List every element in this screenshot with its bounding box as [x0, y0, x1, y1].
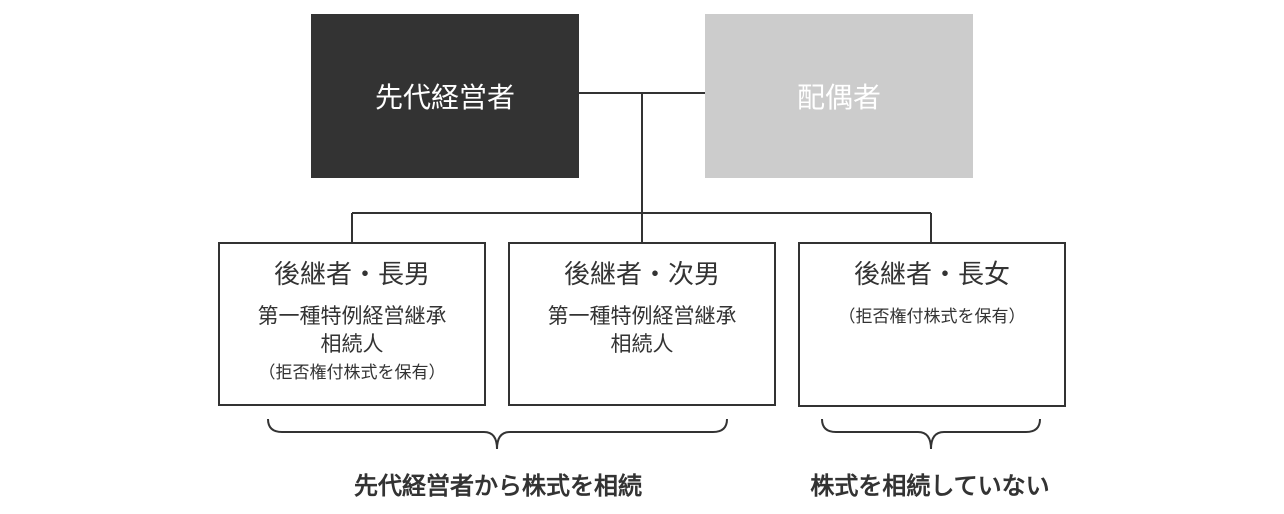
child-box-eldest-son: 後継者・長男 第一種特例経営継承 相続人 （拒否権付株式を保有）	[218, 242, 486, 406]
brace-right	[821, 418, 1041, 450]
founder-label: 先代経営者	[374, 81, 515, 114]
child-role: 第一種特例経営継承 相続人	[257, 304, 447, 356]
spouse-label: 配偶者	[796, 81, 881, 114]
child-box-second-son: 後継者・次男 第一種特例経営継承 相続人	[508, 242, 776, 406]
caption-not-inherited: 株式を相続していない	[810, 472, 1050, 500]
brace-left	[267, 418, 728, 450]
child-title: 後継者・次男	[563, 260, 720, 290]
child-role: 第一種特例経営継承 相続人	[547, 304, 737, 356]
child-note: （拒否権付株式を保有）	[258, 363, 446, 383]
founder-box: 先代経営者	[311, 14, 579, 178]
spouse-box: 配偶者	[705, 14, 973, 178]
caption-inherited: 先代経営者から株式を相続	[354, 472, 642, 500]
child-title: 後継者・長男	[273, 260, 430, 290]
child-note: （拒否権付株式を保有）	[838, 307, 1026, 327]
child-box-eldest-daughter: 後継者・長女 （拒否権付株式を保有）	[798, 242, 1066, 407]
child-title: 後継者・長女	[853, 260, 1010, 290]
